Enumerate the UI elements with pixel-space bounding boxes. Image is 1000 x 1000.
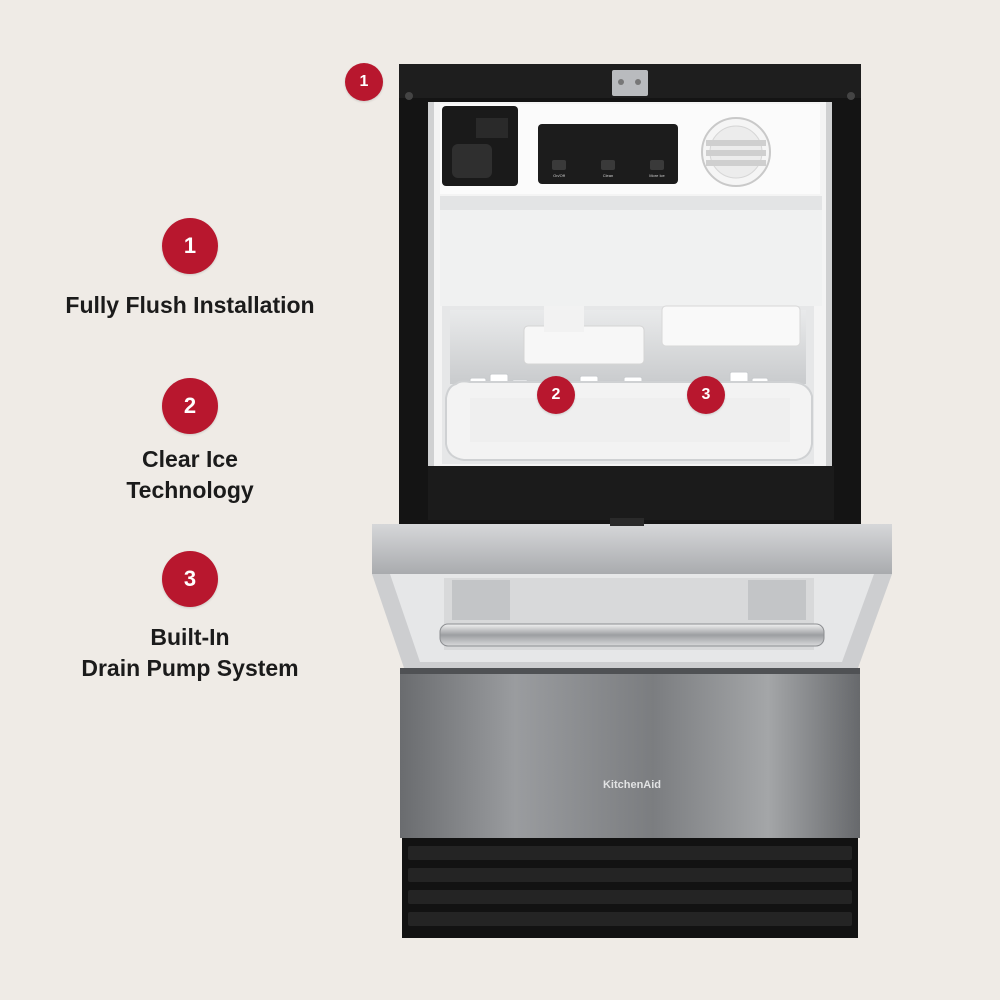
callout-badge-1: 1 — [345, 63, 383, 101]
stainless-front-panel — [400, 668, 860, 838]
feature-1-line-1: Fully Flush Installation — [65, 292, 315, 318]
control-panel: On/Off Clean More Ice — [538, 124, 678, 184]
brand-logo: KitchenAid — [603, 779, 661, 791]
feature-3-line-1: Built-In — [150, 624, 230, 650]
feature-2-line-1: Clear Ice — [142, 446, 238, 472]
feature-2-badge: 2 — [162, 378, 218, 434]
power-button[interactable] — [552, 160, 566, 170]
more-ice-button[interactable] — [650, 160, 664, 170]
feature-1-label: Fully Flush Installation — [25, 290, 355, 321]
more-ice-button-label: More Ice — [649, 173, 665, 178]
feature-2-line-2: Technology — [126, 477, 254, 503]
feature-3-label: Built-In Drain Pump System — [25, 622, 355, 684]
water-reservoir-cap — [701, 117, 771, 187]
toe-kick-grille — [402, 838, 858, 938]
feature-3-line-2: Drain Pump System — [81, 655, 299, 681]
door-handle[interactable] — [439, 623, 825, 647]
feature-3-badge: 3 — [162, 551, 218, 607]
power-button-label: On/Off — [553, 173, 566, 178]
feature-2-label: Clear Ice Technology — [25, 444, 355, 506]
clean-button[interactable] — [601, 160, 615, 170]
callout-badge-3: 3 — [687, 376, 725, 414]
callout-badge-2: 2 — [537, 376, 575, 414]
open-door — [372, 518, 892, 668]
feature-1-badge: 1 — [162, 218, 218, 274]
ice-bin — [442, 305, 814, 464]
clean-button-label: Clean — [603, 173, 613, 178]
